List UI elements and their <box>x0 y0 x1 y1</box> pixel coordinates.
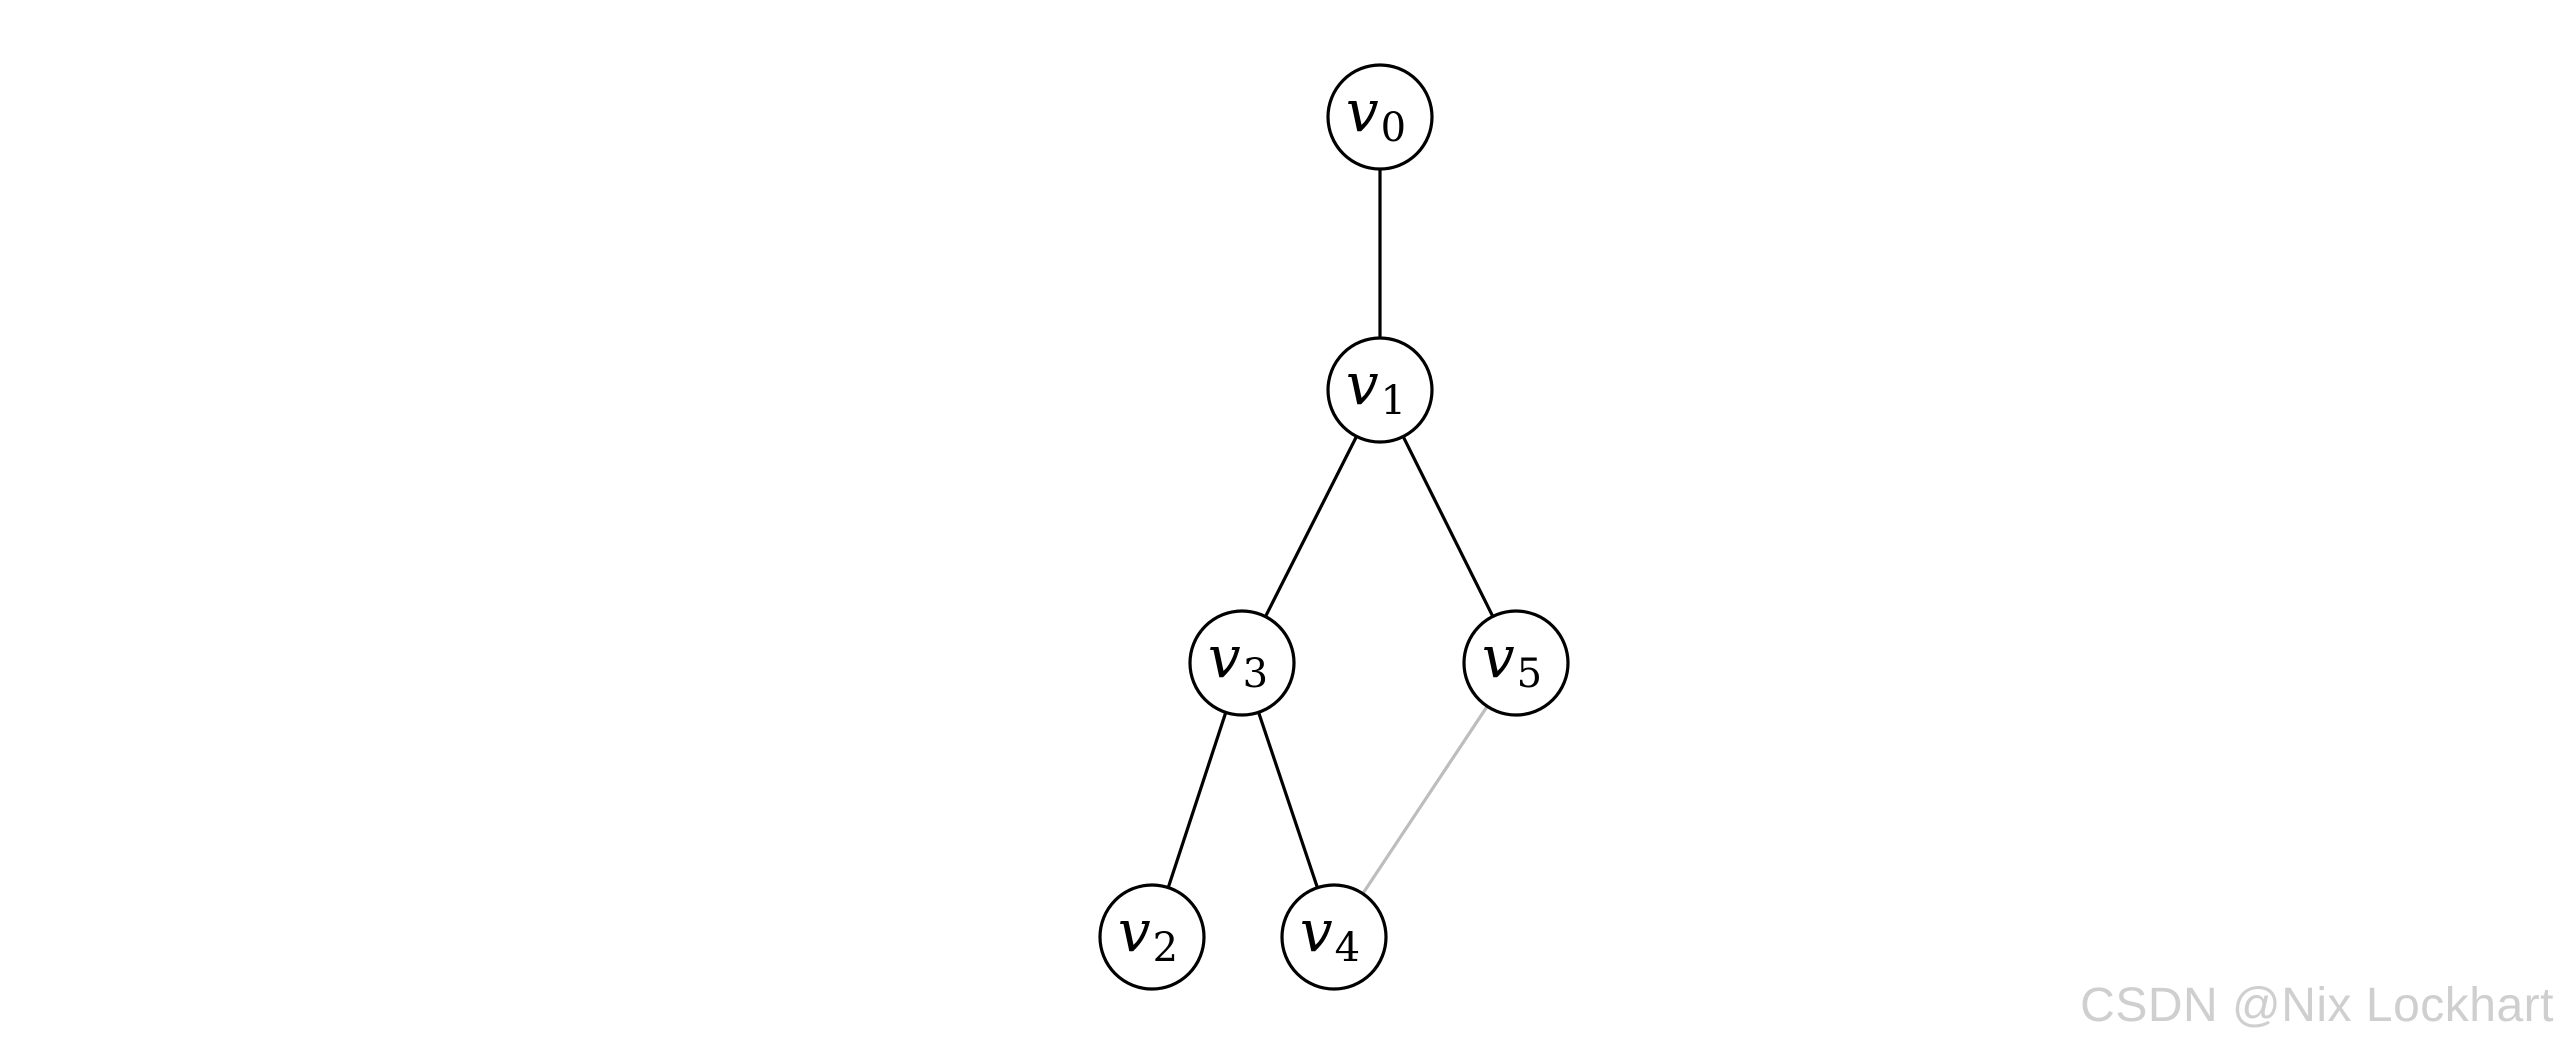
node-circle-v4 <box>1280 883 1388 991</box>
node-circle-v1 <box>1326 336 1434 444</box>
node-label-base: v <box>1208 623 1241 691</box>
node-v0: v0 <box>1326 63 1434 171</box>
node-label-subscript: 4 <box>1335 925 1360 971</box>
node-label-subscript: 5 <box>1517 651 1542 697</box>
edges <box>1166 169 1495 895</box>
node-label-base: v <box>1118 897 1151 965</box>
node-label-subscript: 1 <box>1381 378 1406 424</box>
node-circle-v2 <box>1098 883 1206 991</box>
node-v4: v4 <box>1280 883 1388 991</box>
node-v3: v3 <box>1188 609 1296 717</box>
edge-v1-v3 <box>1264 435 1358 618</box>
node-v2: v2 <box>1098 883 1206 991</box>
edge-v3-v2 <box>1166 711 1228 889</box>
node-label-subscript: 0 <box>1381 105 1406 151</box>
node-label-v2: v2 <box>1118 897 1178 971</box>
node-label-v0: v0 <box>1346 77 1406 151</box>
node-label-base: v <box>1346 350 1379 418</box>
node-label-v1: v1 <box>1346 350 1406 424</box>
node-circle-v5 <box>1462 609 1570 717</box>
node-label-subscript: 2 <box>1153 925 1178 971</box>
node-v1: v1 <box>1326 336 1434 444</box>
watermark-text: CSDN @Nix Lockhart <box>2080 979 2554 1032</box>
edge-v3-v4 <box>1257 711 1319 889</box>
node-circle-v3 <box>1188 609 1296 717</box>
node-label-v5: v5 <box>1482 623 1542 697</box>
node-label-subscript: 3 <box>1243 651 1268 697</box>
edge-v1-v5 <box>1401 435 1495 618</box>
node-circle-v0 <box>1326 63 1434 171</box>
node-label-v3: v3 <box>1208 623 1268 697</box>
node-label-base: v <box>1300 897 1333 965</box>
node-label-base: v <box>1482 623 1515 691</box>
node-v5: v5 <box>1462 609 1570 717</box>
edge-v5-v4 <box>1361 705 1489 895</box>
node-label-base: v <box>1346 77 1379 145</box>
node-label-v4: v4 <box>1300 897 1360 971</box>
